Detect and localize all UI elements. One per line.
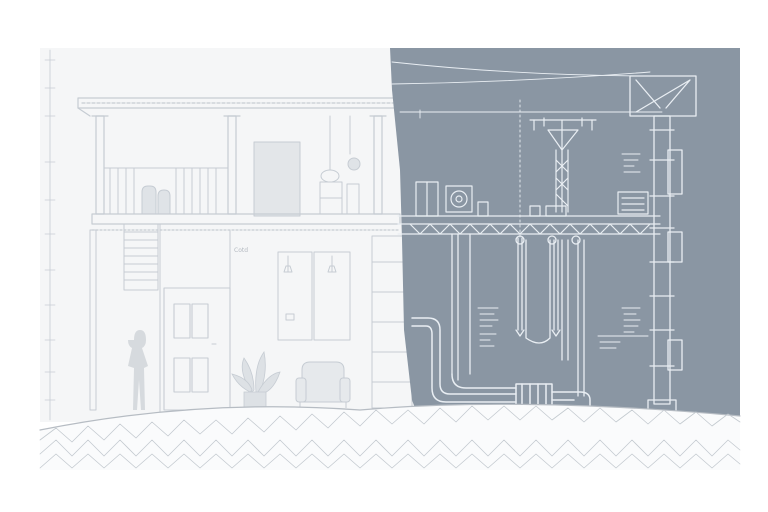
ground-terrain <box>39 403 741 470</box>
ground-surface-line <box>39 403 741 431</box>
upper-room <box>253 115 361 217</box>
wall-panels <box>277 251 351 341</box>
utility-pole-icon <box>629 75 697 417</box>
annotation-marks <box>477 153 649 349</box>
soil-crosshatch <box>39 405 741 469</box>
armchair-icon <box>295 361 351 408</box>
potted-plant-icon <box>231 351 281 409</box>
staircase <box>123 223 161 413</box>
pipe-junction-icon <box>411 317 591 413</box>
floor-slab <box>91 213 401 231</box>
measuring-ruler <box>44 49 56 421</box>
woman-figure-icon <box>128 330 148 410</box>
overhead-wires <box>391 61 663 241</box>
balcony-jars <box>141 185 171 215</box>
platform-truss <box>397 215 661 235</box>
transformer-icon <box>529 117 597 213</box>
house-section: Cotd <box>40 48 420 422</box>
room-sign: Cotd <box>234 247 248 254</box>
utility-section <box>390 48 740 422</box>
utility-background <box>390 48 740 422</box>
vertical-pipes <box>451 233 585 397</box>
